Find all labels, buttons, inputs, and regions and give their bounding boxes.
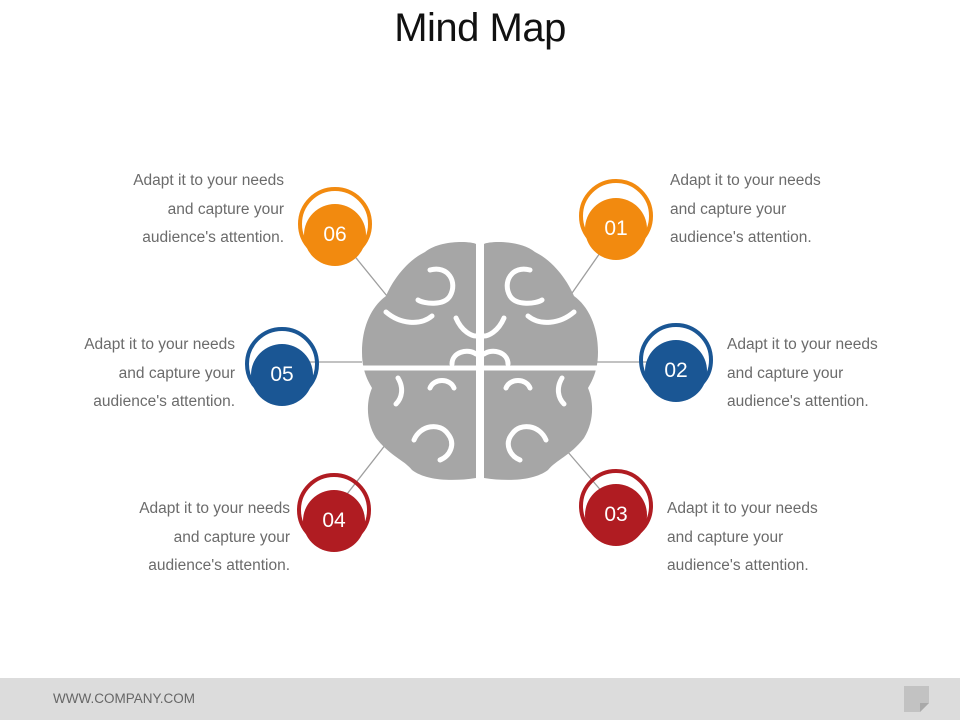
page-corner-icon [904, 686, 929, 712]
description-line: audience's attention. [148, 557, 290, 574]
description-01: Adapt it to your needs and capture your … [670, 167, 910, 253]
description-line: Adapt it to your needs [667, 500, 818, 517]
page-title: Mind Map [394, 6, 566, 50]
description-06: Adapt it to your needs and capture your … [44, 167, 284, 253]
description-line: Adapt it to your needs [670, 172, 821, 189]
badge-02: 02 [645, 340, 707, 402]
description-05: Adapt it to your needs and capture your … [0, 331, 235, 417]
badge-06: 06 [304, 204, 366, 266]
description-line: audience's attention. [667, 557, 809, 574]
description-line: Adapt it to your needs [727, 336, 878, 353]
description-line: Adapt it to your needs [133, 172, 284, 189]
description-line: and capture your [667, 528, 784, 546]
description-line: and capture your [173, 528, 290, 546]
description-line: Adapt it to your needs [84, 336, 235, 353]
description-04: Adapt it to your needs and capture your … [50, 495, 290, 581]
description-line: audience's attention. [727, 393, 869, 410]
description-line: and capture your [118, 364, 235, 382]
brain-right-hemisphere [484, 242, 598, 480]
description-line: audience's attention. [670, 229, 812, 246]
badge-04: 04 [303, 490, 365, 552]
badge-03: 03 [585, 484, 647, 546]
description-line: and capture your [167, 200, 284, 218]
footer-website: WWW.COMPANY.COM [53, 691, 195, 706]
badge-01: 01 [585, 198, 647, 260]
brain-folds [359, 266, 601, 463]
description-line: and capture your [670, 200, 787, 218]
footer-bar: WWW.COMPANY.COM [0, 678, 960, 720]
description-line: audience's attention. [142, 229, 284, 246]
description-03: Adapt it to your needs and capture your … [667, 495, 907, 581]
description-line: Adapt it to your needs [139, 500, 290, 517]
brain-icon [359, 242, 601, 480]
brain-left-hemisphere [362, 242, 476, 480]
description-line: and capture your [727, 364, 844, 382]
badge-05: 05 [251, 344, 313, 406]
description-02: Adapt it to your needs and capture your … [727, 331, 960, 417]
description-line: audience's attention. [93, 393, 235, 410]
